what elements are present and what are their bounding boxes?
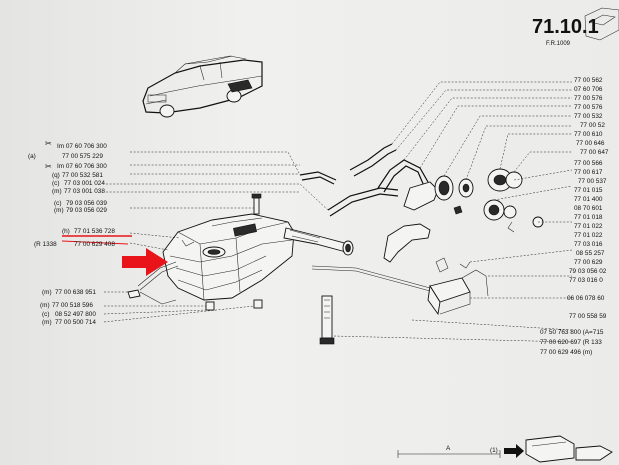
label-prefix: (m) — [40, 302, 50, 309]
part-number: 77 03 016 0 — [569, 277, 603, 284]
part-number: 77 01 536 728 — [74, 228, 115, 235]
part-number: 77 00 629 496 (m) — [540, 349, 592, 356]
part-number: 77 00 617 — [574, 169, 603, 176]
part-number: 77 00 532 — [574, 113, 603, 120]
left-part-numbers: (a) Im 07 60 706 300 77 00 575 229 Im 07… — [28, 143, 115, 326]
label-prefix: (m) — [54, 207, 64, 214]
right-leader-lines — [333, 81, 573, 343]
dimension-label: A — [446, 445, 451, 452]
part-number: 08 52 497 800 — [55, 311, 96, 318]
label-prefix: (m) — [42, 319, 52, 326]
part-number: 77 00 575 229 — [62, 153, 103, 160]
right-part-numbers: 77 00 562 07 60 706 77 00 576 77 00 576 … — [540, 77, 609, 356]
part-number: 77 03 016 — [574, 241, 603, 248]
part-number: 77 00 620 697 (R 133 — [540, 339, 602, 346]
page-number: 71.10.1 — [532, 16, 599, 38]
label-prefix: (m) — [42, 289, 52, 296]
part-number: 77 00 629 — [574, 259, 603, 266]
part-number: Im 07 60 706 300 — [57, 143, 107, 150]
red-strike — [61, 240, 129, 245]
part-number: 77 01 400 — [574, 196, 603, 203]
part-number: 06 06 078 60 — [567, 295, 605, 302]
scissors-icon: ✂ — [45, 139, 52, 148]
part-number: 77 03 001 024 — [64, 180, 105, 187]
part-number: 79 03 056 039 — [66, 200, 107, 207]
part-number: 77 00 537 — [578, 178, 607, 185]
bottom-detail: A (1) — [397, 435, 613, 463]
label-prefix: (a) — [28, 153, 36, 160]
part-number: 07 50 763 800 (A=715 — [540, 329, 604, 336]
part-number: 77 03 001 038 — [64, 188, 105, 195]
part-number: 77 00 629 408 — [74, 241, 115, 248]
part-number: 77 01 018 — [574, 214, 603, 221]
sender-unit — [427, 257, 489, 316]
gauge-float — [319, 295, 335, 345]
callout-number: (1) — [490, 447, 498, 454]
part-number: 08 70 601 — [574, 205, 603, 212]
red-pointer-arrow-icon — [122, 248, 168, 276]
tank-strap — [137, 261, 179, 305]
label-prefix: (c) — [54, 200, 61, 207]
part-number: 77 01 015 — [574, 187, 603, 194]
callout-arrow-icon — [504, 444, 524, 458]
tank-thumbnail-icon — [584, 7, 619, 41]
part-number: 77 00 576 — [574, 95, 603, 102]
part-number: 07 60 706 — [574, 86, 603, 93]
fuel-tank — [162, 213, 295, 301]
part-number: 77 00 646 — [576, 140, 605, 147]
part-number: 77 00 610 — [574, 131, 603, 138]
scissors-icon: ✂ — [45, 162, 52, 171]
part-number: 77 00 52 — [580, 122, 605, 129]
part-number: 79 03 056 029 — [66, 207, 107, 214]
label-prefix: (q) — [52, 172, 60, 179]
part-number: 77 00 566 — [574, 160, 603, 167]
page-reference: F.R.1009 — [546, 41, 571, 47]
filler-pipe — [283, 227, 354, 256]
breather-hoses — [299, 143, 439, 292]
part-number: 77 00 532 581 — [62, 172, 103, 179]
part-number: 08 55 257 — [576, 250, 605, 257]
filler-neck-group — [434, 168, 544, 233]
part-number: 79 03 056 02 — [569, 268, 607, 275]
label-prefix: (h) — [62, 228, 70, 235]
part-number: 77 00 576 — [574, 104, 603, 111]
part-number: 77 01 022 — [574, 232, 603, 239]
label-prefix: (m) — [52, 188, 62, 195]
part-number: 77 00 558 59 — [569, 313, 607, 320]
part-number: Im 07 60 706 300 — [57, 163, 107, 170]
part-number: 77 00 562 — [574, 77, 603, 84]
part-number: 77 00 518 596 — [52, 302, 93, 309]
part-number: 77 00 500 714 — [55, 319, 96, 326]
part-number: 77 01 022 — [574, 223, 603, 230]
part-number: 77 00 647 — [580, 149, 609, 156]
label-prefix: (c) — [52, 180, 59, 187]
label-prefix: (R 1338 — [34, 241, 57, 248]
label-prefix: (c) — [42, 311, 49, 318]
car-illustration — [142, 55, 263, 118]
left-leader-lines — [103, 151, 329, 323]
part-number: 77 00 638 951 — [55, 289, 96, 296]
